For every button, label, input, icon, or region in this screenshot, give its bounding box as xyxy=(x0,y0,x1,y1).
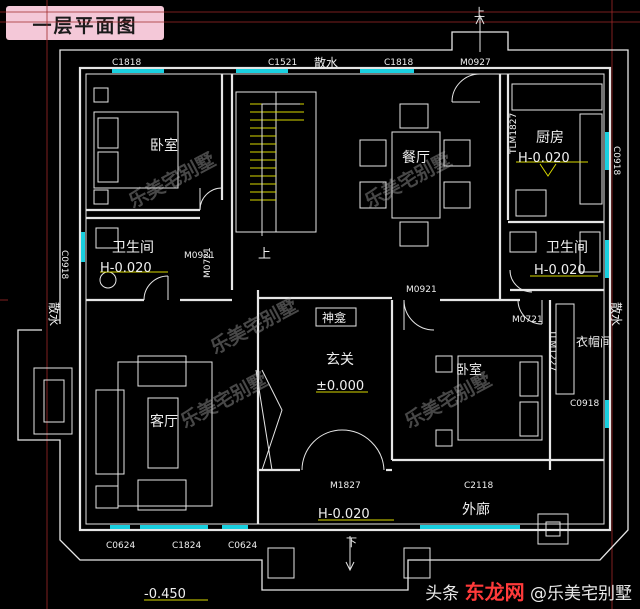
code-m0927: M0927 xyxy=(460,58,491,68)
drain-left-label: 散水 xyxy=(47,302,62,326)
code-tlm1827: TLM1827 xyxy=(509,113,519,155)
footer-credit: 头条 东龙网 @乐美宅别墅 xyxy=(425,576,632,605)
code-m0921-a: M0921 xyxy=(184,251,215,261)
code-m0721-b: M0721 xyxy=(512,315,543,325)
bedroom2-label: 卧室 xyxy=(456,362,482,378)
living-label: 客厅 xyxy=(150,413,178,430)
furniture xyxy=(33,83,603,579)
shrine-label: 神龛 xyxy=(322,311,346,325)
component-codes: C1818 C1521 C1818 M0927 TLM1827 C0918 C0… xyxy=(59,58,621,551)
corridor-level: H-0.020 xyxy=(318,507,370,522)
code-c0918-left: C0918 xyxy=(59,250,69,279)
walls xyxy=(78,66,612,532)
room-labels: 卧室 上 餐厅 厨房 H-0.020 卫生间 H-0.020 卫生间 H-0.0… xyxy=(47,6,624,602)
windows xyxy=(81,69,609,529)
bath2-label: 卫生间 xyxy=(546,240,588,256)
direction-arrows xyxy=(345,14,485,572)
code-c0918-right-top: C0918 xyxy=(611,146,621,175)
code-c1521: C1521 xyxy=(268,58,297,68)
code-tlm1227: TLM1227 xyxy=(547,329,557,371)
bath1-label: 卫生间 xyxy=(112,240,154,256)
corridor-label: 外廊 xyxy=(462,501,490,518)
staircase xyxy=(235,91,317,236)
drainage-outline xyxy=(17,31,629,591)
bath2-level: H-0.020 xyxy=(534,263,586,278)
footer-brand: 东龙网 xyxy=(464,580,525,604)
bath1-level: H-0.020 xyxy=(100,261,152,276)
drain-top-label: 散水 xyxy=(314,55,338,70)
code-m0721-a: M0721 xyxy=(203,247,213,278)
up-top-label: 上 xyxy=(474,6,485,19)
stair-up-label: 上 xyxy=(258,247,271,262)
kitchen-label: 厨房 xyxy=(536,130,564,146)
code-c0918-right-low: C0918 xyxy=(570,399,599,409)
code-m0921-b: M0921 xyxy=(406,285,437,295)
doors xyxy=(143,73,543,471)
code-c0624-right: C0624 xyxy=(228,541,257,551)
code-m1827: M1827 xyxy=(330,481,361,491)
drawing-title: 一层平面图 xyxy=(32,15,138,37)
footer-suffix: @乐美宅别墅 xyxy=(530,584,632,604)
bedroom1-label: 卧室 xyxy=(150,137,178,154)
code-c1824: C1824 xyxy=(172,541,201,551)
cloak-label: 衣帽间 xyxy=(576,334,612,349)
footer-prefix: 头条 xyxy=(425,584,460,604)
kitchen-level: H-0.020 xyxy=(518,151,570,166)
code-c0624-left: C0624 xyxy=(106,541,135,551)
dining-label: 餐厅 xyxy=(402,150,430,166)
level-marks xyxy=(100,161,598,601)
down-bottom-label: 下 xyxy=(346,536,357,549)
outdoor-level: -0.450 xyxy=(144,587,186,602)
foyer-level: ±0.000 xyxy=(316,379,364,394)
code-c1818-left: C1818 xyxy=(112,58,141,68)
code-c1818-right: C1818 xyxy=(384,58,413,68)
code-c2118: C2118 xyxy=(464,481,493,491)
drain-right-label: 散水 xyxy=(609,302,624,326)
foyer-label: 玄关 xyxy=(326,351,354,368)
